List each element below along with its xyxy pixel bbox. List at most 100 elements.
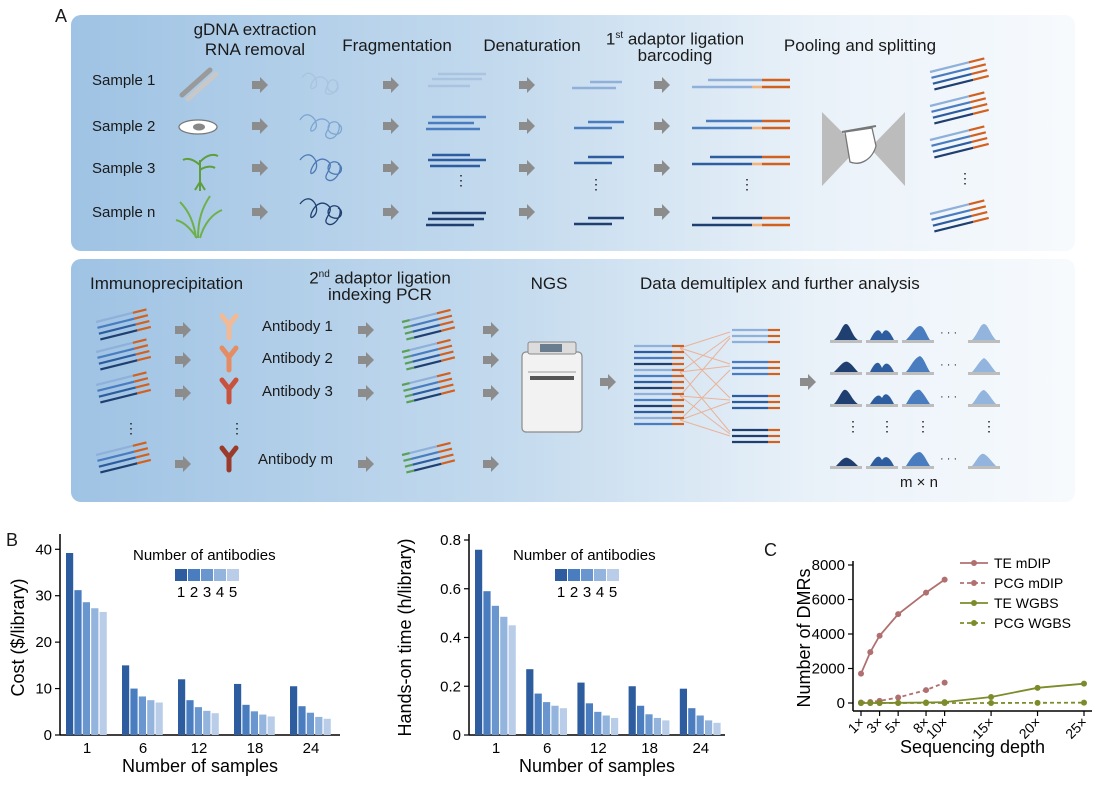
ellipsis-antibody: ⋮ <box>230 420 244 436</box>
x-tick-label: 6 <box>139 740 147 757</box>
legend-title: Number of antibodies <box>513 547 656 564</box>
process-arrows-bottom <box>175 322 816 472</box>
bar <box>242 704 250 735</box>
sorted-reads <box>732 328 780 444</box>
bar <box>122 665 130 735</box>
bar <box>483 591 491 735</box>
bar <box>66 553 74 735</box>
legend-label: PCG WGBS <box>994 615 1071 631</box>
mixed-reads <box>634 344 684 426</box>
panel-a-letter: A <box>55 6 68 26</box>
bar <box>259 714 267 735</box>
matrix-label: m × n <box>900 474 938 491</box>
bar <box>645 714 653 735</box>
legend-label: PCG mDIP <box>994 575 1063 591</box>
barcoding-header: barcoding <box>637 46 713 65</box>
bar <box>688 708 696 735</box>
bar <box>491 605 499 735</box>
bar <box>594 711 602 735</box>
first-ligation-header: 1st adaptor ligation <box>585 26 765 50</box>
ip-bundles <box>94 308 152 474</box>
legend-swatch <box>607 569 619 581</box>
legend-swatch <box>214 569 226 581</box>
data-point <box>895 700 902 706</box>
pooled-bundles <box>929 57 989 233</box>
sample-label-1: Sample 1 <box>92 72 156 89</box>
bar <box>130 688 138 735</box>
bar <box>155 702 163 735</box>
data-point <box>941 576 948 583</box>
ngs-header: NGS <box>530 274 568 293</box>
bar <box>696 715 704 735</box>
x-tick-label: 1 <box>492 740 500 757</box>
antibody-label-1: Antibody 1 <box>262 318 333 335</box>
y-tick-label: 0 <box>453 727 461 744</box>
antibody-label-3: Antibody 3 <box>262 383 333 400</box>
bar <box>298 706 306 735</box>
data-point <box>1034 699 1041 706</box>
hellipsis-row-1: · · · <box>940 327 958 339</box>
single-strand-dna <box>572 80 624 226</box>
bar <box>628 686 636 735</box>
x-axis-label: Number of samples <box>519 756 675 776</box>
ellipsis-denature: ⋮ <box>589 176 603 192</box>
data-point <box>988 693 995 700</box>
second-ligation-num: 2 <box>309 268 319 288</box>
bar <box>602 715 610 735</box>
bar <box>653 717 661 735</box>
data-point <box>941 679 948 686</box>
x-axis-label: Sequencing depth <box>900 737 1045 757</box>
antibody-label-2: Antibody 2 <box>262 350 333 367</box>
y-tick-label: 0.2 <box>440 678 461 695</box>
legend-title: Number of antibodies <box>133 547 276 564</box>
bar <box>250 711 258 735</box>
legend-label: 5 <box>609 584 617 601</box>
bar <box>559 708 567 735</box>
test-tube-icon <box>179 67 219 102</box>
bar <box>234 683 242 735</box>
denaturation-header: Denaturation <box>483 36 581 55</box>
x-tick-label: 5× <box>882 714 905 737</box>
y-tick-label: 0.4 <box>440 630 461 647</box>
demux-lines <box>679 331 731 437</box>
y-tick-label: 20 <box>35 634 52 651</box>
legend-label: 1 <box>177 584 185 601</box>
legend-label: 2 <box>570 584 578 601</box>
data-point <box>858 700 864 706</box>
y-tick-label: 6000 <box>812 592 845 609</box>
extraction-header-line1: gDNA extraction <box>193 20 317 39</box>
data-point <box>1081 699 1087 706</box>
legend-marker <box>971 620 977 626</box>
bar <box>306 712 314 735</box>
panel-a-top-background <box>71 15 1075 251</box>
fragmented-dna <box>426 72 486 227</box>
legend-swatch <box>201 569 213 581</box>
y-tick-label: 0 <box>44 727 52 744</box>
ellipsis-peaks-2: ⋮ <box>880 418 894 434</box>
second-ligation-text: adaptor ligation <box>329 268 451 288</box>
y-tick-label: 2000 <box>812 661 845 678</box>
x-tick-label: 12 <box>191 740 208 757</box>
data-point <box>988 700 995 706</box>
data-point <box>923 700 930 706</box>
bar <box>186 700 194 735</box>
bar <box>543 702 551 735</box>
data-point <box>923 687 930 694</box>
bar <box>211 713 219 735</box>
y-axis-label: Hands-on time (h/library) <box>395 538 415 736</box>
y-tick-label: 10 <box>35 681 52 698</box>
data-point <box>895 694 902 701</box>
legend-swatch <box>227 569 239 581</box>
x-tick-label: 24 <box>303 740 320 757</box>
x-tick-label: 18 <box>247 740 264 757</box>
tube-icon <box>841 125 877 164</box>
bar <box>194 707 202 735</box>
x-tick-label: 1 <box>83 740 91 757</box>
x-axis-label: Number of samples <box>122 756 278 776</box>
sequencer-icon <box>521 341 583 433</box>
hellipsis-row-4: · · · <box>940 453 958 465</box>
antibody-icons <box>222 316 236 470</box>
legend-swatch <box>568 569 580 581</box>
peak-tiles <box>830 324 1000 469</box>
x-tick-label: 24 <box>692 740 709 757</box>
